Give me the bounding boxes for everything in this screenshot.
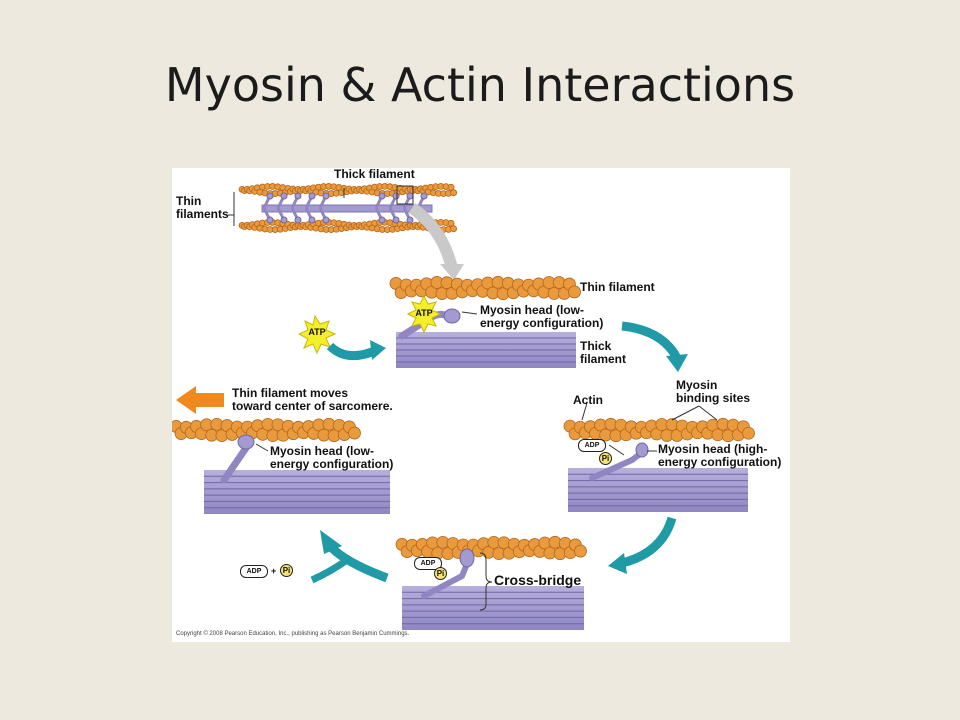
step4-pi: Pi	[434, 567, 447, 580]
diagram-canvas	[172, 183, 755, 630]
overview-myosin-head-tip	[392, 216, 400, 224]
overview-myosin-head	[290, 197, 299, 209]
overview-myosin-head	[374, 207, 383, 219]
thick-filament-label: Thick filament	[334, 167, 415, 181]
step3-thin-filament	[563, 417, 755, 443]
overview-myosin-head-tip	[406, 216, 414, 224]
step1-thick-filament-label: Thick filament	[580, 339, 627, 366]
actin-bead	[450, 225, 458, 233]
cross-bridge-brace	[479, 552, 493, 611]
overview-myosin-head-tip	[294, 192, 302, 200]
step1-thick-filament	[396, 332, 576, 368]
actin-bead	[447, 183, 455, 191]
overview-myosin-head	[402, 207, 411, 219]
overview-myosin-head-tip	[322, 216, 330, 224]
actin-bead	[447, 219, 455, 227]
overview-myosin-head-tip	[294, 216, 302, 224]
cross-bridge-label: Cross-bridge	[494, 572, 582, 588]
actin-bead	[574, 544, 587, 558]
atp-entry-arrow	[326, 342, 379, 361]
overview-myosin-head	[276, 197, 285, 209]
overview-myosin-head-tip	[308, 216, 316, 224]
step3-panel	[563, 402, 755, 512]
step1-thin-filament-label: Thin filament	[580, 280, 655, 294]
zoom-box	[396, 185, 414, 205]
overview-myosin-head	[290, 207, 299, 219]
free-atp-star	[297, 314, 337, 355]
overview-myosin-head-tip	[420, 192, 428, 200]
release-arrow-branch	[310, 557, 350, 584]
overview-myosin-head-tip	[266, 192, 274, 200]
cycle-arrow-2	[620, 516, 677, 568]
step3-myosin-head	[589, 451, 643, 481]
actin-label: Actin	[573, 393, 603, 407]
released-pi: Pi	[280, 564, 293, 577]
step5-thin-filament	[172, 417, 361, 443]
cross-bridge-cycle-figure: Thick filament Thin filaments Thin filam…	[172, 168, 790, 642]
bound-atp-star	[406, 294, 442, 334]
overview-myosin-head-tip	[392, 192, 400, 200]
step5-panel	[172, 386, 390, 514]
movement-arrow	[176, 386, 224, 414]
overview-myosin-head	[318, 197, 327, 209]
myosin-binding-sites-label: Myosin binding sites	[676, 378, 751, 405]
step4-thin-filament	[395, 535, 587, 561]
bound-atp-label: ATP	[415, 308, 433, 318]
step4-adp: ADP	[414, 557, 442, 570]
step5-myosin-head	[220, 444, 250, 484]
overview-myosin-head	[388, 197, 397, 209]
overview-sarcomere	[228, 183, 464, 280]
overview-myosin-head	[304, 197, 313, 209]
step3-pi: Pi	[599, 452, 612, 465]
step1-panel	[297, 275, 581, 368]
release-arrow	[328, 544, 389, 583]
overview-myosin-head	[318, 207, 327, 219]
overview-myosin-head	[262, 197, 271, 209]
overview-myosin-head	[276, 207, 285, 219]
zoom-arrow	[408, 203, 458, 270]
step3-adp: ADP	[578, 439, 606, 452]
step5-thick-filament	[204, 470, 390, 514]
overview-myosin-head	[262, 207, 271, 219]
myosin-head-high-label: Myosin head (high- energy configuration)	[658, 442, 782, 469]
overview-myosin-head-tip	[378, 192, 386, 200]
actin-bead	[742, 426, 755, 440]
overview-thick-filament	[261, 204, 433, 213]
overview-myosin-head-tip	[280, 216, 288, 224]
step1-myosin-head-label: Myosin head (low- energy configuration)	[480, 303, 604, 330]
step1-thin-filament	[389, 275, 581, 301]
overview-myosin-head-tip	[322, 192, 330, 200]
released-adp: ADP	[240, 565, 268, 578]
overview-myosin-head-tip	[378, 216, 386, 224]
overview-myosin-head-tip	[308, 192, 316, 200]
slide-title: Myosin & Actin Interactions	[164, 58, 796, 112]
step4-myosin-head	[421, 561, 470, 599]
overview-myosin-head	[374, 197, 383, 209]
step4-panel	[395, 535, 587, 630]
copyright-notice: Copyright © 2008 Pearson Education, Inc.…	[176, 631, 410, 637]
actin-bead	[348, 426, 361, 440]
thin-filament-moves-label: Thin filament moves toward center of sar…	[232, 386, 393, 413]
overview-myosin-head	[388, 207, 397, 219]
overview-myosin-head-tip	[406, 192, 414, 200]
thick-filament-body	[204, 470, 390, 514]
overview-myosin-head	[402, 197, 411, 209]
actin-bead	[568, 285, 581, 299]
free-atp-label: ATP	[308, 327, 326, 337]
overview-myosin-head-tip	[280, 192, 288, 200]
step5-myosin-head-label: Myosin head (low- energy configuration)	[270, 444, 394, 471]
cycle-arrow-1	[621, 321, 681, 361]
actin-bead	[450, 189, 458, 197]
thin-filaments-label: Thin filaments	[176, 194, 229, 221]
overview-myosin-head-tip	[266, 216, 274, 224]
plus-sign: +	[271, 566, 277, 576]
overview-thin-filaments	[238, 183, 458, 233]
overview-myosin-head	[304, 207, 313, 219]
